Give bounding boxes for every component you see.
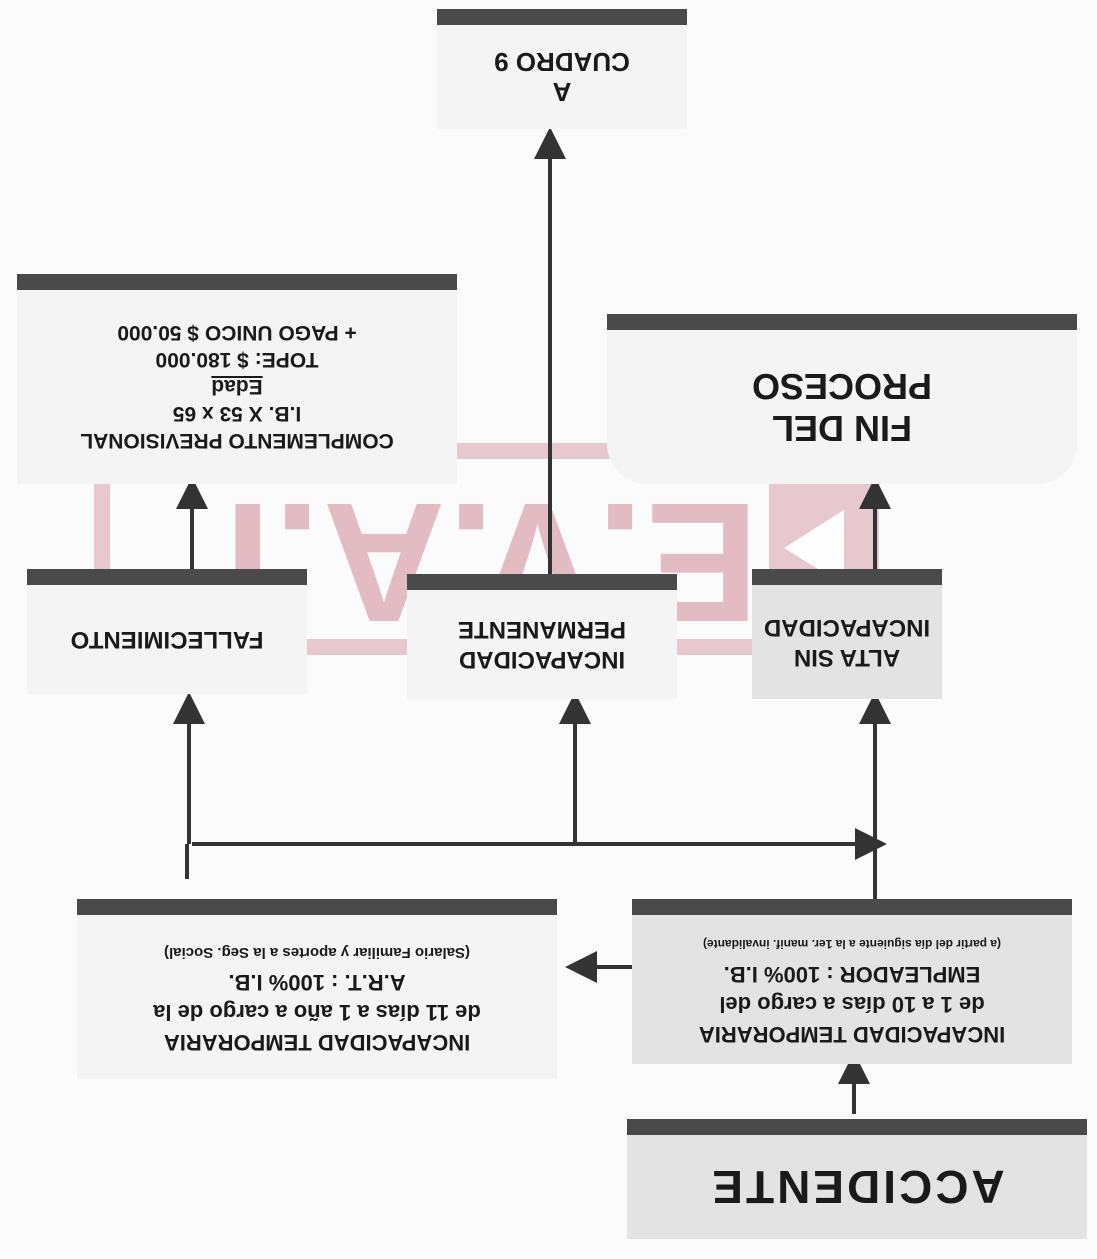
complemento-box: COMPLEMENTO PREVISIONAL I.B. X 53 x 65 E…	[17, 274, 457, 484]
complemento-formula-den: Edad	[211, 375, 263, 399]
cuadro-line2: CUADRO 9	[494, 47, 630, 77]
fin-line1: FIN DEL	[772, 408, 912, 449]
complemento-tope: TOPE: $ 180.000	[155, 348, 319, 372]
alta-line2: INCAPACIDAD	[763, 614, 931, 641]
it-employer-box: INCAPACIDAD TEMPORARIA de 1 a 10 días a …	[632, 899, 1072, 1064]
fin-box: FIN DEL PROCESO	[607, 314, 1077, 484]
it-art-note: (Salario Familiar y aportes a la Seg. So…	[164, 944, 470, 961]
fallecimiento-title: FALLECIMIENTO	[70, 626, 264, 654]
accidente-box: ACCIDENTE	[627, 1119, 1087, 1239]
it-art-line3: A.R.T. : 100% I.B.	[228, 970, 406, 995]
cuadro-box: A CUADRO 9	[437, 9, 687, 129]
it-employer-note: (a partir del día siguiente a la 1er. ma…	[702, 937, 1002, 952]
it-employer-line3: EMPLEADOR : 100% I.B.	[723, 962, 981, 988]
fallecimiento-box: FALLECIMIENTO	[27, 569, 307, 694]
complemento-formula: I.B. X 53 x 65	[172, 402, 302, 426]
it-art-line1: INCAPACIDAD TEMPORARIA	[163, 1030, 471, 1055]
it-art-line2: de 11 días a 1 año a cargo de la	[153, 1000, 481, 1025]
it-employer-line2: de 1 a 10 días a cargo del	[719, 992, 985, 1018]
fin-line2: PROCESO	[751, 366, 933, 407]
it-employer-line1: INCAPACIDAD TEMPORARIA	[698, 1022, 1006, 1048]
permanente-box: INCAPACIDAD PERMANENTE	[407, 574, 677, 699]
it-art-box: INCAPACIDAD TEMPORARIA de 11 días a 1 añ…	[77, 899, 557, 1079]
permanente-line2: PERMANENTE	[458, 616, 627, 644]
cuadro-line1: A	[552, 77, 572, 107]
alta-line1: ALTA SIN	[793, 644, 901, 671]
permanente-line1: INCAPACIDAD	[458, 646, 626, 674]
complemento-title: COMPLEMENTO PREVISIONAL	[80, 429, 394, 453]
complemento-pago: + PAGO UNICO $ 50.000	[117, 321, 357, 345]
accidente-title: ACCIDENTE	[709, 1161, 1005, 1213]
alta-box: ALTA SIN INCAPACIDAD	[752, 569, 942, 699]
